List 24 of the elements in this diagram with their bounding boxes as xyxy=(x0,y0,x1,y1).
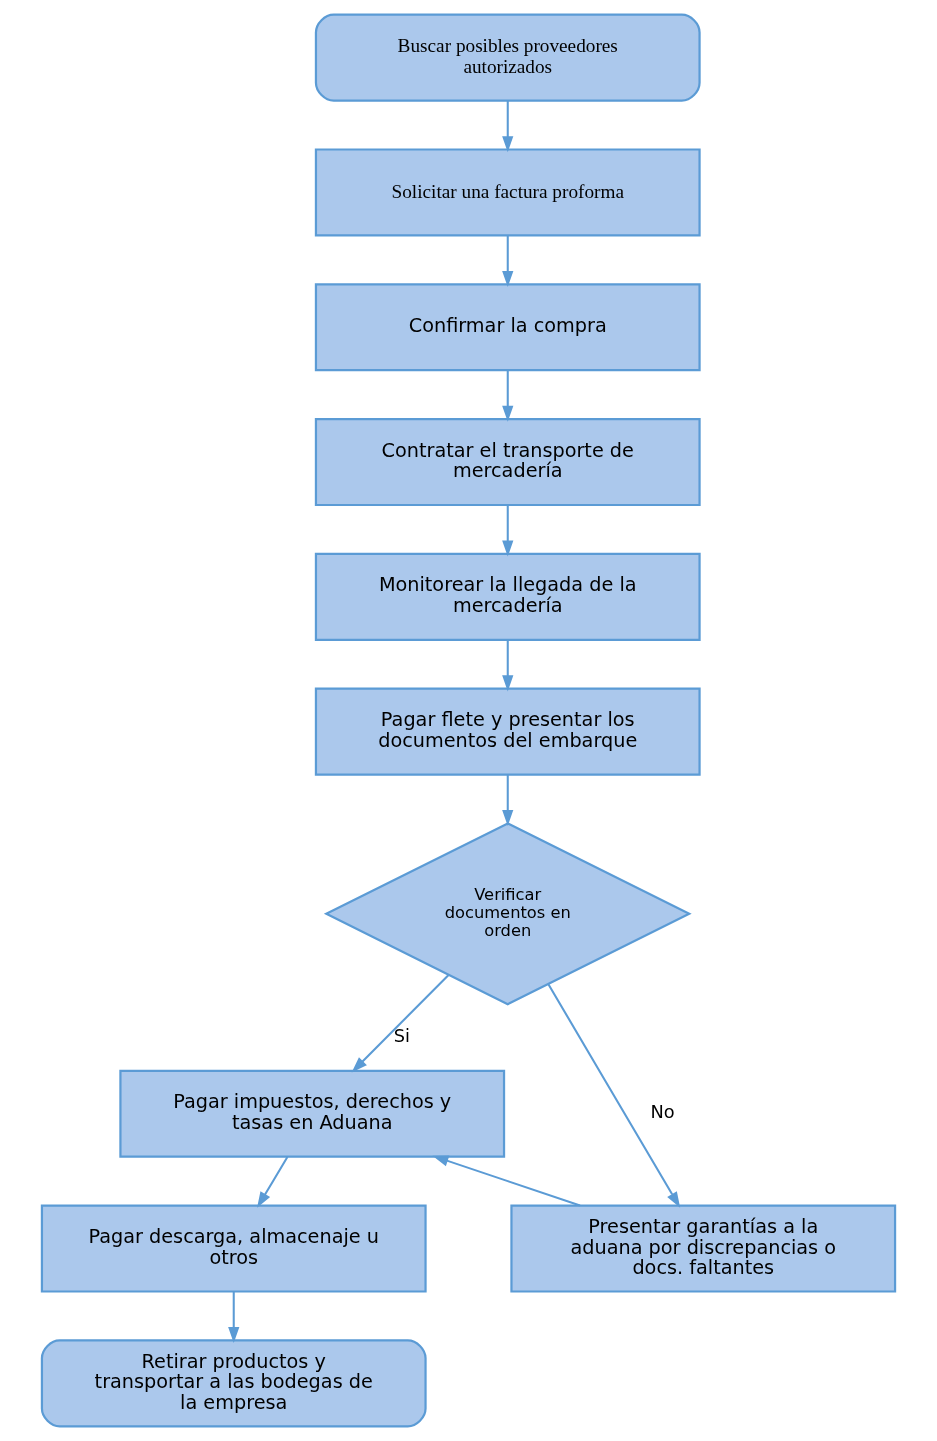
node-box: Confirmar la compra xyxy=(314,283,701,372)
arrow xyxy=(257,1156,289,1208)
node-box: Contratar el transporte de mercadería xyxy=(314,417,701,507)
arrow xyxy=(502,235,514,287)
node-box: Buscar posibles proveedores autorizados xyxy=(314,13,701,102)
edge-label: Si xyxy=(393,1026,410,1047)
node-box: Solicitar una factura proforma xyxy=(314,148,701,237)
node-box: Retirar productos y transportar a las bodegas de la empresa xyxy=(40,1339,427,1428)
arrow xyxy=(502,640,514,692)
arrow xyxy=(502,774,514,826)
arrow xyxy=(228,1291,240,1344)
arrow xyxy=(502,370,514,422)
node-box: Pagar descarga, almacenaje u otros xyxy=(40,1204,427,1293)
arrow xyxy=(351,974,450,1073)
node-box: Monitorear la llegada de la mercadería xyxy=(314,552,701,641)
edge-label: No xyxy=(650,1102,675,1123)
node-diamond: Verificar documentos en orden xyxy=(323,822,692,1006)
arrow xyxy=(432,1155,581,1207)
node-box: Pagar flete y presentar los documentos del embarque xyxy=(314,687,701,776)
arrow xyxy=(502,505,514,557)
node-box: Presentar garantías a la aduana por discrepancias o docs. faltantes xyxy=(510,1204,897,1293)
arrow xyxy=(502,100,514,153)
arrow xyxy=(547,983,681,1208)
node-box: Pagar impuestos, derechos y tasas en Aduana xyxy=(119,1069,506,1158)
